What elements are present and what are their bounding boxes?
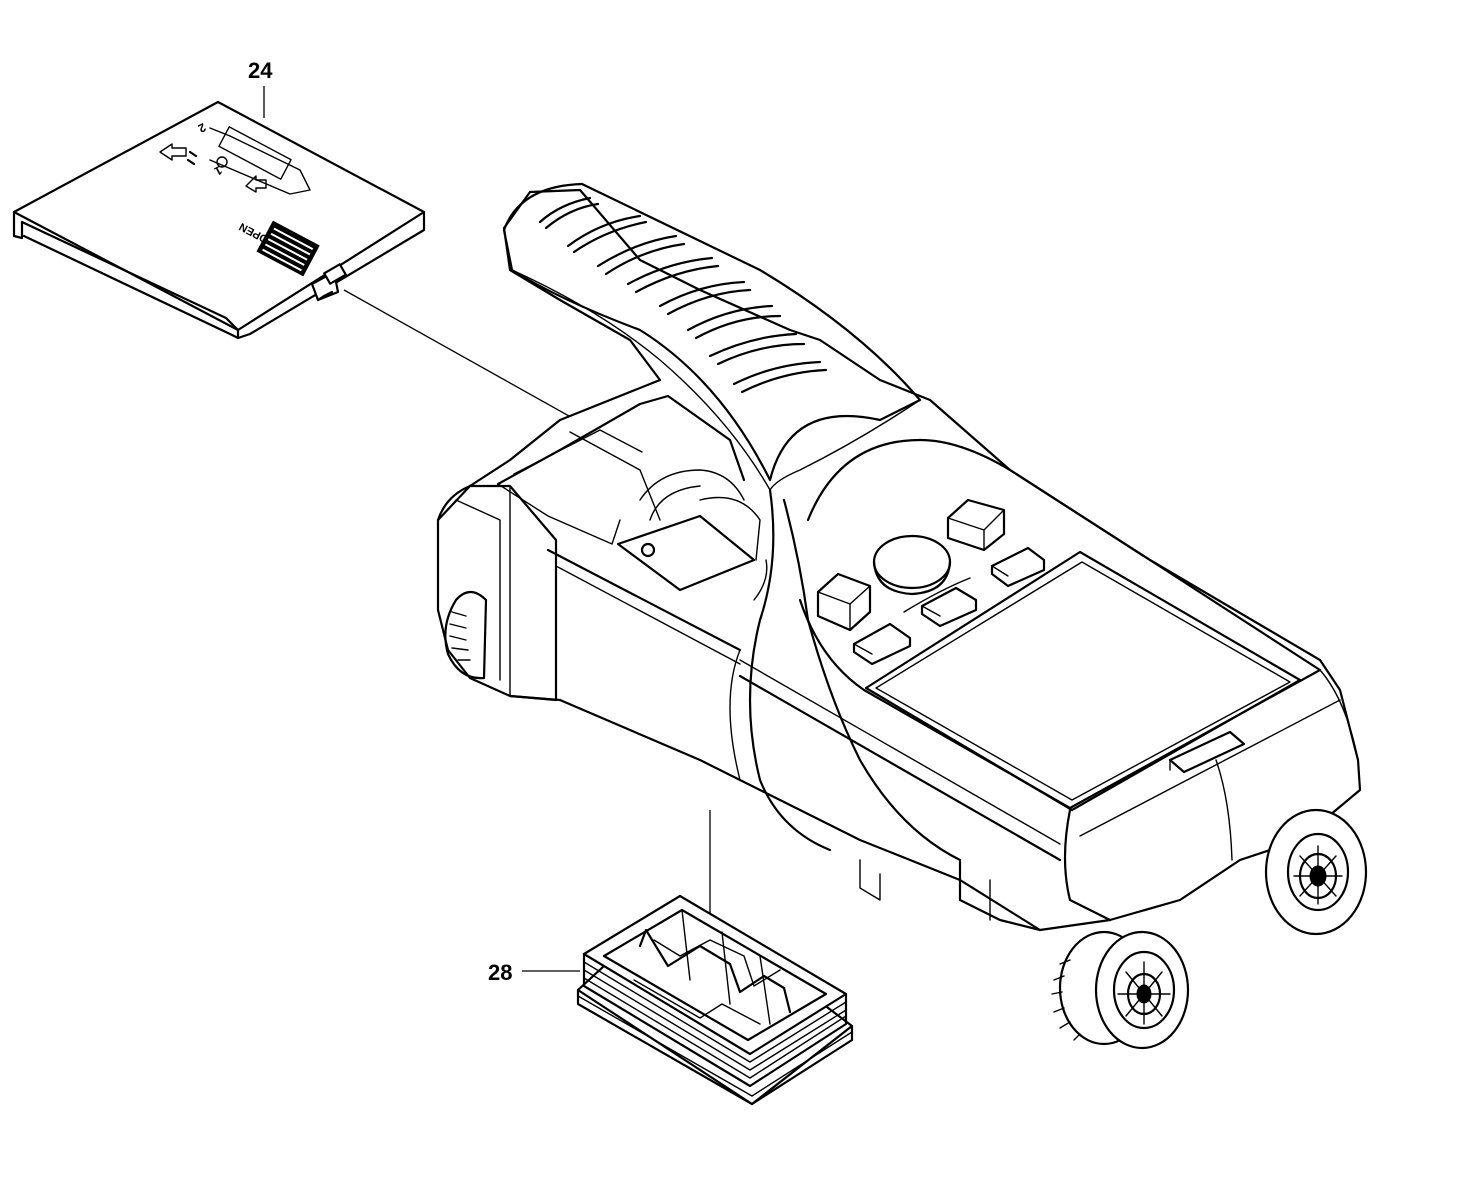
button-left-square[interactable]: [816, 572, 872, 632]
detector-housing: [436, 182, 1362, 932]
callout-24[interactable]: 24: [248, 58, 273, 118]
part-24-battery-cover[interactable]: 2 1 OPEN: [12, 100, 426, 340]
control-panel: [798, 438, 1322, 812]
button-small-3[interactable]: [852, 622, 912, 666]
open-grip-label: [256, 220, 320, 277]
main-button-round[interactable]: [872, 534, 952, 596]
callout-28[interactable]: 28: [488, 960, 580, 985]
button-small-1[interactable]: [990, 546, 1046, 588]
battery-compartment: [496, 394, 768, 601]
button-top-right[interactable]: [946, 498, 1006, 552]
callout-28-label: 28: [488, 960, 512, 985]
right-front-wheel: [1264, 808, 1368, 936]
right-rear-wheel: [1051, 930, 1190, 1050]
button-small-2[interactable]: [920, 586, 978, 628]
part-28-glider-pad[interactable]: [576, 894, 854, 1106]
handle-grip-slots: [538, 196, 828, 394]
left-wheel: [444, 590, 488, 680]
callout-24-label: 24: [248, 58, 273, 83]
